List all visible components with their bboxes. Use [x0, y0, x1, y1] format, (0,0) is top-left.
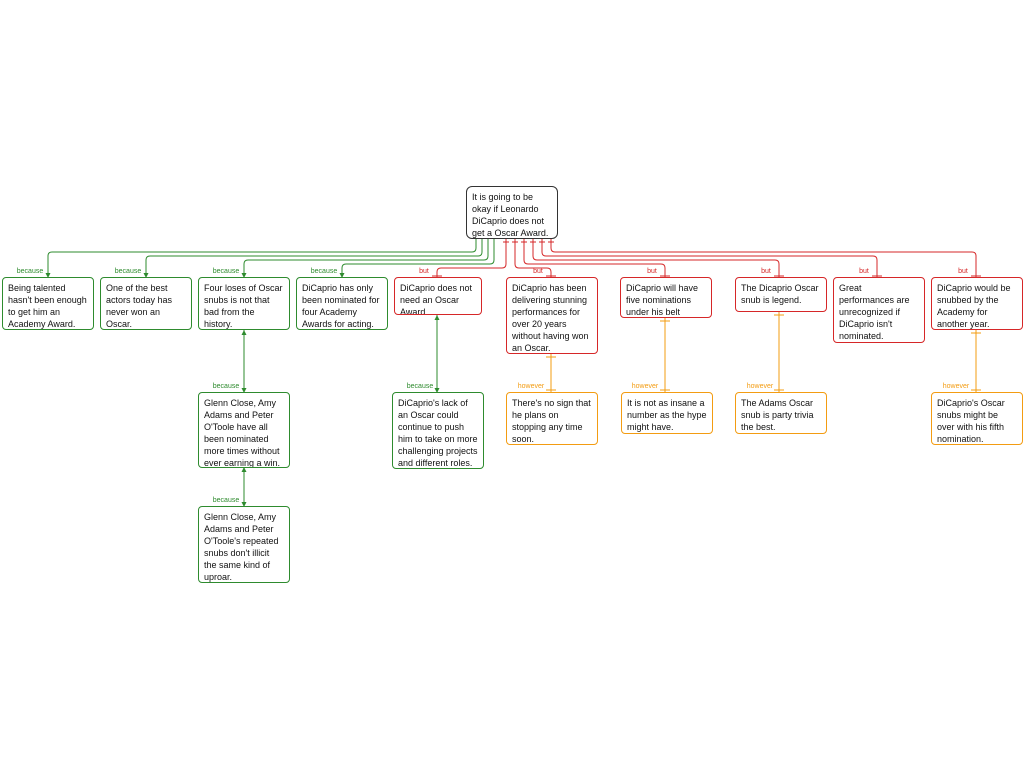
objection-box[interactable]: The Dicaprio Oscar snub is legend. [735, 277, 827, 312]
reason-box[interactable]: Being talented hasn't been enough to get… [2, 277, 94, 330]
but-label: but [859, 268, 869, 275]
however-label: however [517, 383, 545, 390]
reason-box[interactable]: One of the best actors today has never w… [100, 277, 192, 330]
rebuttal-box[interactable]: There's no sign that he plans on stoppin… [506, 392, 598, 445]
because-label: because [212, 268, 240, 275]
but-label: but [533, 268, 543, 275]
sub-reason-box[interactable]: Glenn Close, Amy Adams and Peter O'Toole… [198, 392, 290, 468]
objection-box[interactable]: DiCaprio has been delivering stunning pe… [506, 277, 598, 354]
objection-box[interactable]: Great performances are unrecognized if D… [833, 277, 925, 343]
however-label: however [942, 383, 970, 390]
sub-reason-box[interactable]: DiCaprio's lack of an Oscar could contin… [392, 392, 484, 469]
because-label: because [212, 383, 240, 390]
because-label: because [310, 268, 338, 275]
because-label: because [114, 268, 142, 275]
because-label: because [212, 497, 240, 504]
however-label: however [631, 383, 659, 390]
objection-box[interactable]: DiCaprio does not need an Oscar Award [394, 277, 482, 315]
main-claim-box[interactable]: It is going to be okay if Leonardo DiCap… [466, 186, 558, 239]
reason-box[interactable]: Four loses of Oscar snubs is not that ba… [198, 277, 290, 330]
objection-box[interactable]: DiCaprio will have five nominations unde… [620, 277, 712, 318]
but-label: but [419, 268, 429, 275]
rebuttal-box[interactable]: It is not as insane a number as the hype… [621, 392, 713, 434]
rebuttal-box[interactable]: DiCaprio's Oscar snubs might be over wit… [931, 392, 1023, 445]
but-label: but [647, 268, 657, 275]
however-label: however [746, 383, 774, 390]
because-label: because [16, 268, 44, 275]
rebuttal-box[interactable]: The Adams Oscar snub is party trivia the… [735, 392, 827, 434]
because-label: because [406, 383, 434, 390]
sub-reason-box[interactable]: Glenn Close, Amy Adams and Peter O'Toole… [198, 506, 290, 583]
objection-box[interactable]: DiCaprio would be snubbed by the Academy… [931, 277, 1023, 330]
but-label: but [958, 268, 968, 275]
reason-box[interactable]: DiCaprio has only been nominated for fou… [296, 277, 388, 330]
but-label: but [761, 268, 771, 275]
